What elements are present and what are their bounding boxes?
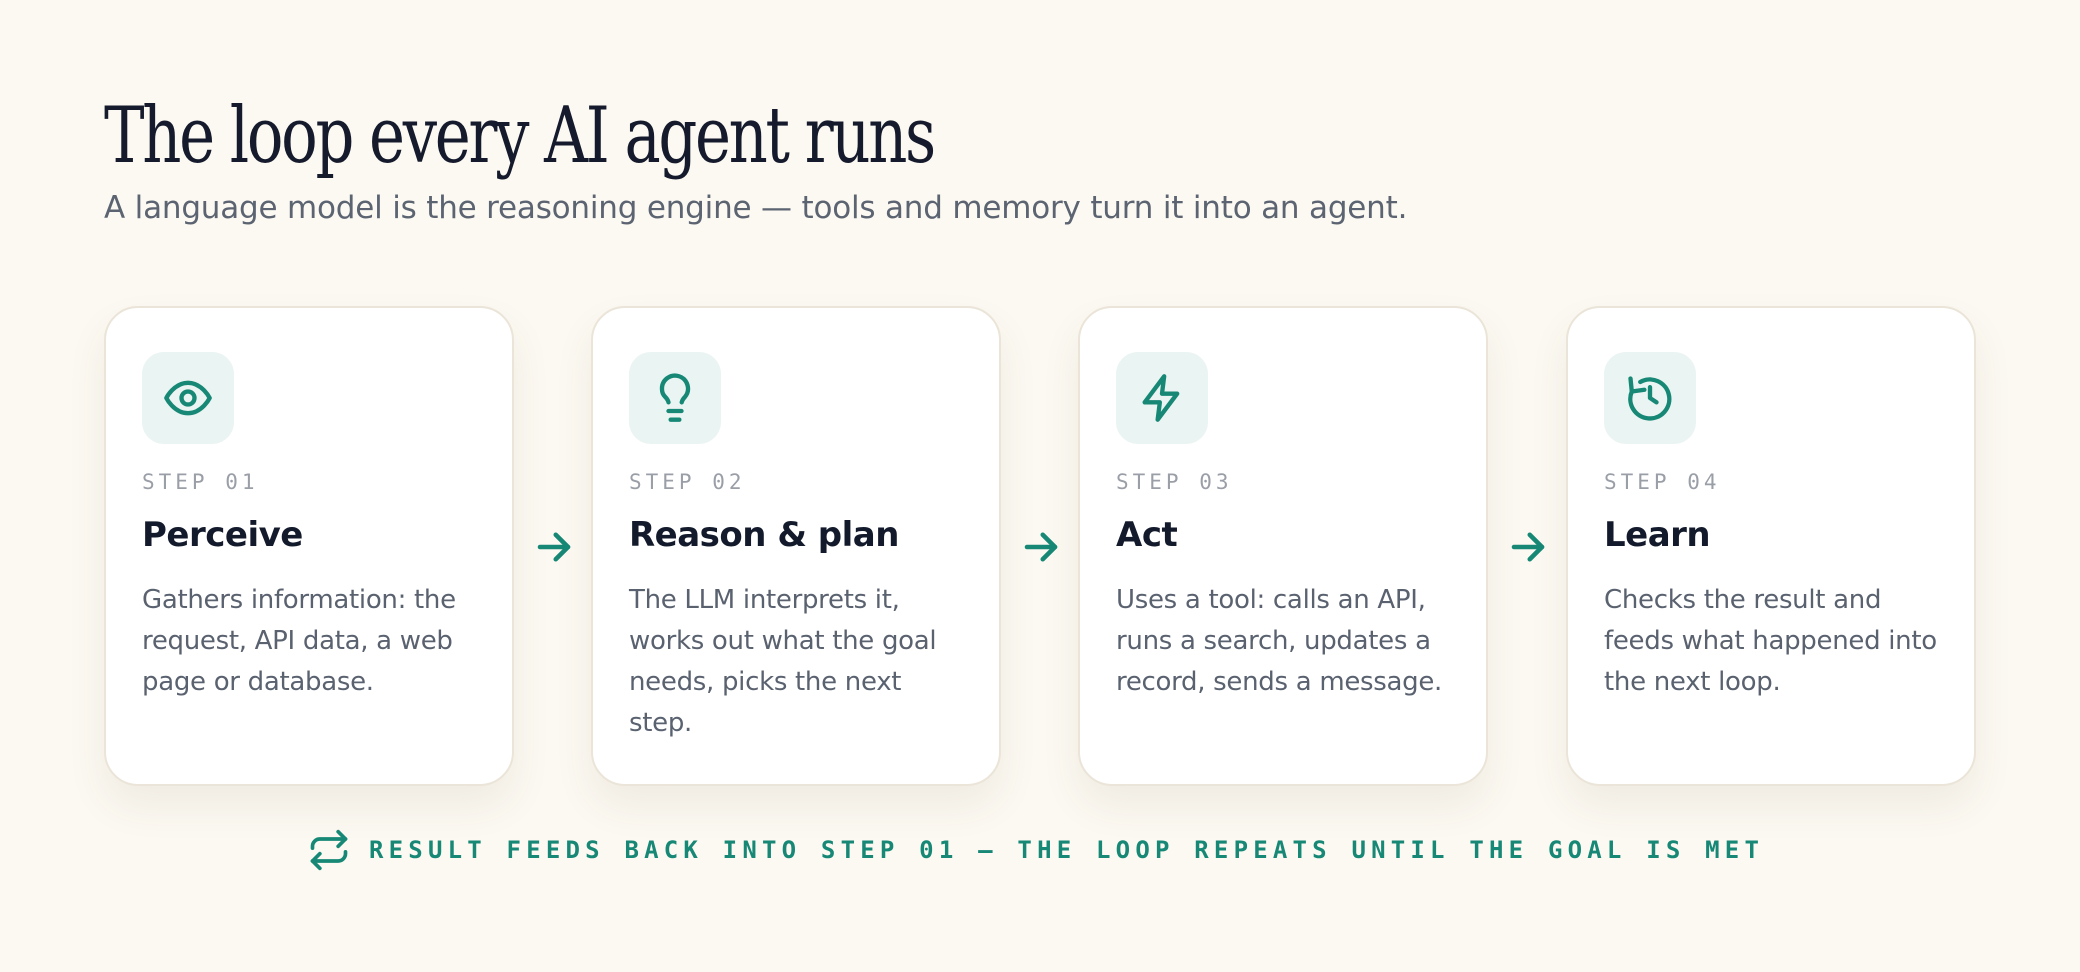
lightbulb-icon	[659, 373, 691, 422]
step-number: STEP 04	[1604, 470, 1721, 494]
step-icon-box	[629, 352, 721, 444]
page-title: The loop every AI agent runs	[104, 91, 936, 181]
page-subtitle: A language model is the reasoning engine…	[104, 190, 1408, 226]
step-description: Uses a tool: calls an API, runs a search…	[1116, 585, 1443, 697]
step-card-learn: STEP 04 Learn Checks the result and feed…	[1566, 306, 1976, 786]
arrow-right-icon	[1024, 532, 1058, 562]
step-icon-box	[1116, 352, 1208, 444]
repeat-icon	[310, 829, 348, 871]
step-card-reason-plan: STEP 02 Reason & plan The LLM interprets…	[591, 306, 1001, 786]
step-card-perceive: STEP 01 Perceive Gathers information: th…	[104, 306, 514, 786]
lightning-icon	[1142, 374, 1180, 422]
step-title: Act	[1116, 515, 1178, 555]
loop-footer-text: RESULT FEEDS BACK INTO STEP 01 — THE LOO…	[369, 836, 1765, 864]
step-title: Learn	[1604, 515, 1711, 555]
steps-row: STEP 01 Perceive Gathers information: th…	[104, 306, 1976, 788]
step-number: STEP 03	[1116, 470, 1233, 494]
step-card-act: STEP 03 Act Uses a tool: calls an API, r…	[1078, 306, 1488, 786]
eye-icon	[164, 380, 212, 416]
step-number: STEP 02	[629, 470, 746, 494]
step-description: Gathers information: the request, API da…	[142, 585, 456, 697]
step-description: Checks the result and feeds what happene…	[1604, 585, 1937, 697]
page: The loop every AI agent runs A language …	[104, 88, 1976, 786]
step-title: Perceive	[142, 515, 303, 555]
loop-footer: RESULT FEEDS BACK INTO STEP 01 — THE LOO…	[307, 828, 1764, 872]
arrow-right-icon	[537, 532, 571, 562]
step-description: The LLM interprets it, works out what th…	[629, 585, 937, 738]
step-title: Reason & plan	[629, 515, 899, 555]
step-icon-box	[1604, 352, 1696, 444]
step-icon-box	[142, 352, 234, 444]
arrow-right-icon	[1511, 532, 1545, 562]
step-number: STEP 01	[142, 470, 259, 494]
history-icon	[1628, 376, 1672, 421]
